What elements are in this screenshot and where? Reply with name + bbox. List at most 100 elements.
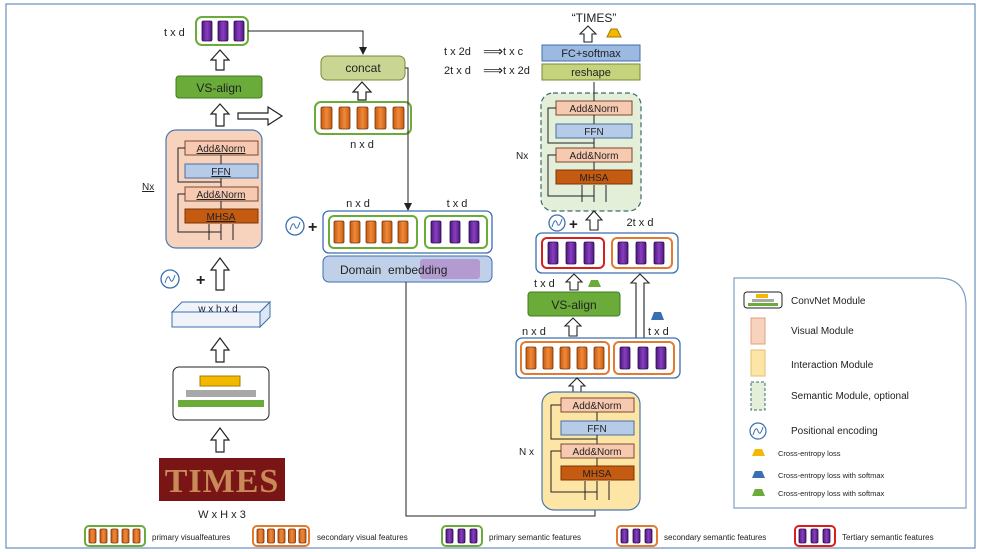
eq2-right: t x 2d: [503, 65, 530, 77]
legend-visual-swatch: [750, 317, 766, 345]
legend-ce-softmax-blue: Cross-entropy loss with softmax: [778, 471, 885, 480]
output-ce-loss-icon: [606, 28, 622, 38]
int-mhsa-label: MHSA: [583, 469, 612, 480]
legend-ce-loss: Cross-entropy loss: [778, 449, 841, 458]
left-right-arrow: [237, 105, 284, 127]
footer-secondary-semantic: secondary semantic features: [664, 533, 766, 542]
orange-feature-glyph: [542, 346, 554, 370]
legend-semantic: Semantic Module, optional: [791, 391, 909, 402]
svg-text:⟹: ⟹: [483, 43, 503, 59]
orange-feature-glyph: [121, 528, 130, 544]
orange-feature-glyph: [593, 346, 605, 370]
purple-feature-glyph: [822, 528, 831, 544]
orange-feature-glyph: [277, 528, 286, 544]
left-up-arrow-1: [209, 49, 231, 71]
sem-mhsa-label: MHSA: [580, 173, 609, 184]
purple-feature-glyph: [653, 241, 665, 265]
left-addnorm-top-label: Add&Norm: [197, 144, 246, 155]
footer-tertiary-semantic: Tertiary semantic features: [842, 533, 934, 542]
orange-feature-glyph: [88, 528, 97, 544]
sem-ffn-label: FFN: [584, 127, 603, 138]
left-output-dim: t x d: [164, 27, 185, 39]
right-vs-align-label: VS-align: [551, 298, 596, 312]
purple-feature-glyph: [565, 241, 577, 265]
purple-feature-glyph: [635, 241, 647, 265]
left-mhsa-label: MHSA: [207, 212, 236, 223]
purple-feature-glyph: [810, 528, 819, 544]
right-vs-align-box: [527, 291, 621, 317]
footer-primary-visual: primary visualfeatures: [152, 533, 230, 542]
orange-feature-glyph: [381, 220, 393, 244]
legend-blue-loss-icon: [752, 471, 765, 478]
left-vs-align-box: [175, 75, 263, 99]
orange-feature-glyph: [349, 220, 361, 244]
legend-ce-softmax-green: Cross-entropy loss with softmax: [778, 489, 885, 498]
output-label: “TIMES”: [572, 11, 617, 25]
purple-feature-glyph: [201, 20, 213, 42]
purple-feature-glyph: [430, 220, 442, 244]
purple-feature-glyph: [445, 528, 454, 544]
purple-feature-glyph: [469, 528, 478, 544]
legend-interaction-swatch: [750, 349, 766, 377]
orange-feature-glyph: [333, 220, 345, 244]
t-dim: t x d: [648, 326, 669, 338]
concat-dim: n x d: [350, 139, 374, 151]
orange-feature-glyph: [110, 528, 119, 544]
legend-convnet: ConvNet Module: [791, 296, 866, 307]
int-ffn-label: FFN: [587, 424, 606, 435]
orange-feature-glyph: [132, 528, 141, 544]
orange-feature-glyph: [99, 528, 108, 544]
vs-dim: t x d: [534, 278, 555, 290]
sem-addnorm-bottom-label: Add&Norm: [570, 151, 619, 162]
purple-feature-glyph: [617, 241, 629, 265]
legend-frame: [733, 277, 967, 509]
input-image-text: TIMES: [165, 463, 280, 500]
footer-primary-semantic: primary semantic features: [489, 533, 581, 542]
right-plus: +: [569, 216, 578, 233]
tertiary-dim: 2t x d: [627, 217, 654, 229]
purple-feature-glyph: [457, 528, 466, 544]
left-addnorm-bottom-label: Add&Norm: [197, 190, 246, 201]
orange-feature-glyph: [374, 106, 387, 130]
orange-feature-glyph: [267, 528, 275, 544]
purple-feature-glyph: [233, 20, 245, 42]
left-up-arrow-3: [209, 257, 231, 291]
left-up-arrow-4: [209, 337, 231, 363]
legend: ConvNet Module Visual Module Interaction…: [733, 277, 967, 509]
left-up-arrow-5: [209, 427, 231, 453]
legend-semantic-swatch: [750, 381, 766, 411]
left-ffn-label: FFN: [211, 167, 230, 178]
purple-feature-glyph: [644, 528, 653, 544]
feature-map-dim: w x h x d: [197, 304, 237, 315]
reshape-label: reshape: [571, 67, 611, 79]
left-to-concat-line: [248, 30, 367, 55]
input-image: [159, 458, 285, 501]
orange-feature-glyph: [256, 528, 265, 544]
purple-feature-glyph: [217, 20, 229, 42]
bypass-up-arrow: [629, 273, 651, 338]
purple-feature-glyph: [655, 346, 667, 370]
input-dim: W x H x 3: [198, 509, 246, 521]
orange-feature-glyph: [338, 106, 351, 130]
legend-green-loss-icon: [752, 489, 765, 496]
legend-positional: Positional encoding: [791, 426, 878, 437]
int-addnorm-top-label: Add&Norm: [573, 401, 622, 412]
orange-feature-glyph: [559, 346, 571, 370]
orange-feature-glyph: [356, 106, 369, 130]
purple-feature-glyph: [632, 528, 641, 544]
fc-softmax-label: FC+softmax: [561, 48, 621, 60]
right-branch: “TIMES” t x 2d ⟹ t x c 2t x d ⟹ t x 2d F…: [444, 11, 681, 511]
fc-softmax-box: [541, 44, 641, 62]
sem-addnorm-top-label: Add&Norm: [570, 104, 619, 115]
orange-feature-glyph: [298, 528, 307, 544]
middle-branch: concat n x d n x d t x d + Domain embedd…: [248, 30, 599, 517]
concat-label: concat: [345, 61, 381, 75]
purple-feature-glyph: [620, 528, 629, 544]
mid-plus: +: [308, 219, 317, 236]
legend-interaction: Interaction Module: [791, 360, 874, 371]
sem-nx-label: Nx: [516, 151, 528, 162]
purple-feature-glyph: [449, 220, 461, 244]
orange-feature-glyph: [576, 346, 588, 370]
left-branch: t x d VS-align Add&Norm FFN Add&Norm MHS…: [142, 16, 285, 521]
legend-yellow-loss-icon: [752, 449, 765, 456]
